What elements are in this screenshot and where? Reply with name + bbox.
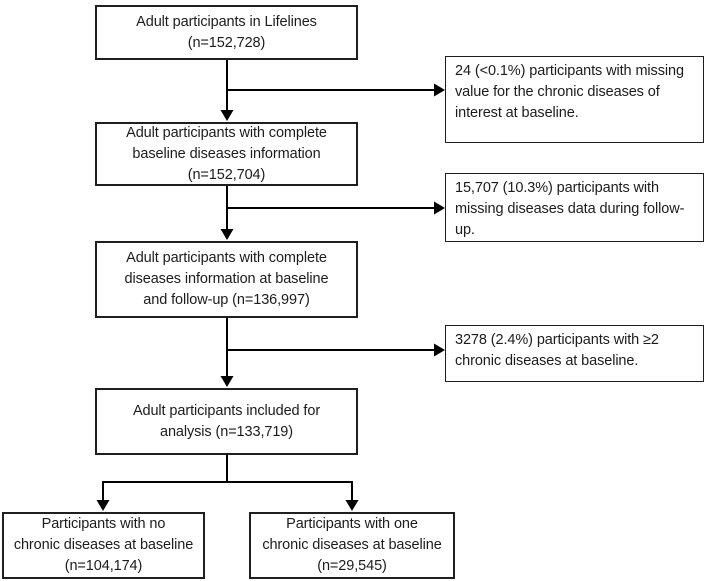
box-no-chronic-disease: Participants with no chronic diseases at… — [2, 512, 205, 579]
box-excluded-missing-followup: 15,707 (10.3%) participants with missing… — [445, 173, 704, 242]
box-complete-baseline-info: Adult participants with complete baselin… — [95, 122, 358, 186]
arrowhead-down-1 — [220, 110, 234, 121]
arrowhead-down-2 — [220, 229, 234, 240]
arrowhead-down-right — [345, 500, 359, 511]
arrowhead-right-3 — [434, 343, 445, 357]
box-included-for-analysis: Adult participants included for analysis… — [95, 388, 358, 455]
arrowhead-down-left — [96, 500, 110, 511]
box-one-chronic-disease: Participants with one chronic diseases a… — [249, 512, 455, 579]
box-complete-followup-info: Adult participants with complete disease… — [95, 241, 358, 318]
arrowhead-down-3 — [220, 376, 234, 387]
box-excluded-missing-baseline: 24 (<0.1%) participants with missing val… — [445, 56, 704, 143]
arrowhead-right-2 — [434, 201, 445, 215]
box-lifelines-total: Adult participants in Lifelines (n=152,7… — [95, 5, 358, 60]
box-excluded-multimorbidity: 3278 (2.4%) participants with ≥2 chronic… — [445, 325, 704, 382]
arrowhead-right-1 — [434, 83, 445, 97]
